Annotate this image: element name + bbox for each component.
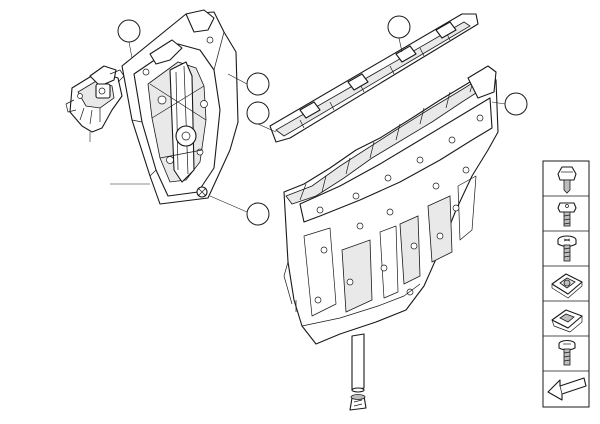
callout-6[interactable] — [209, 195, 270, 226]
pan-screw-icon — [558, 339, 576, 366]
callout-5[interactable] — [491, 92, 528, 116]
arrow-icon — [547, 377, 587, 401]
callout-1[interactable] — [117, 19, 141, 59]
callout-2[interactable] — [227, 72, 270, 96]
spring-nut-icon — [551, 309, 583, 333]
rail-icon — [269, 13, 479, 143]
callout-4[interactable] — [387, 15, 411, 53]
torx-screw-icon — [557, 235, 577, 262]
rod-icon — [349, 333, 367, 411]
callout-3[interactable] — [246, 101, 277, 133]
motor-icon — [65, 65, 125, 142]
regulator-icon — [110, 9, 239, 205]
hex-bolt-icon — [557, 202, 577, 227]
clip-fastener-icon — [557, 166, 577, 194]
clip-nut-icon — [551, 273, 583, 299]
legend-column — [542, 160, 590, 408]
panel-icon — [283, 65, 499, 345]
